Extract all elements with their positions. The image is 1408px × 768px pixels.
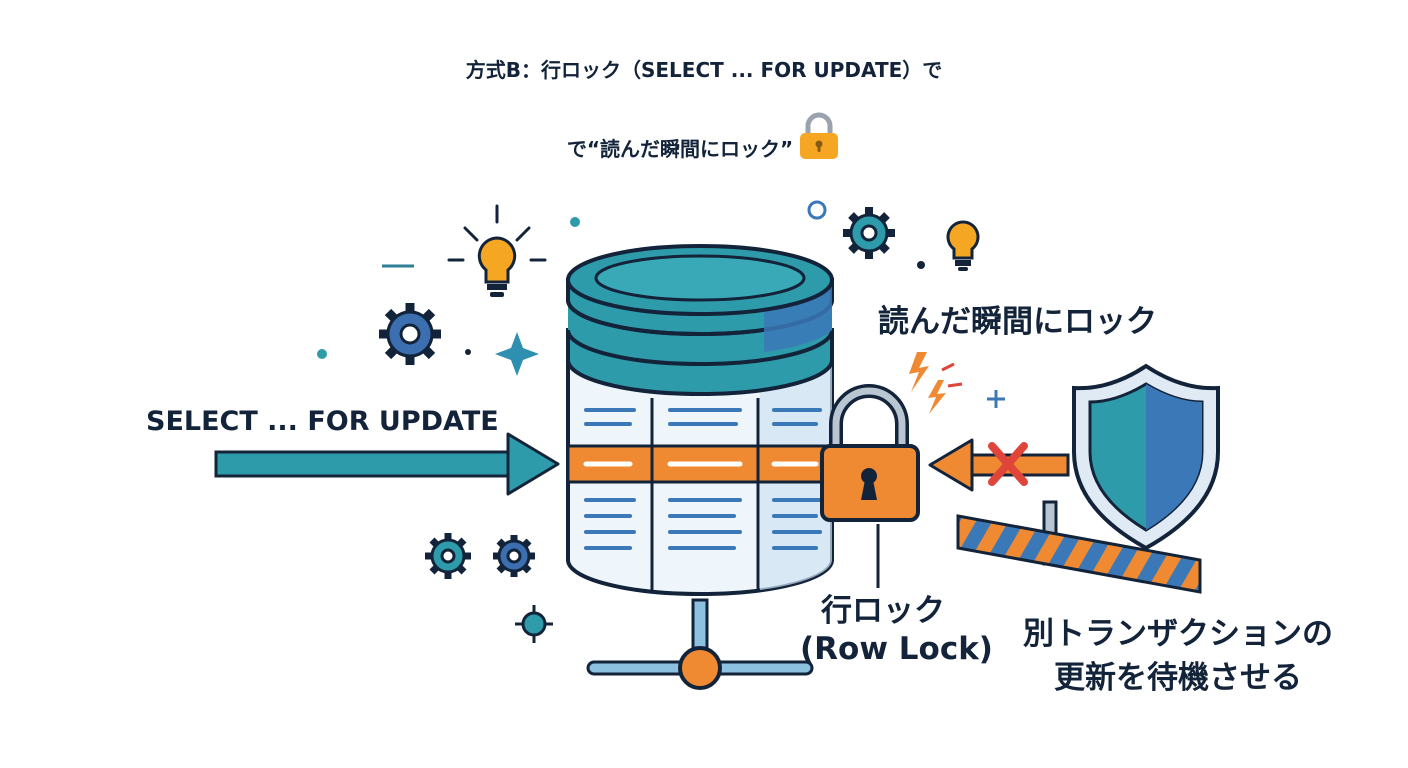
lock-on-read-label: 読んだ瞬間にロック [878, 304, 1157, 340]
title-line1-text: 方式B：行ロック（SELECT ... FOR UPDATE）で [465, 58, 943, 82]
padlock-icon [820, 384, 920, 522]
blocked-arrow-icon [928, 438, 1070, 492]
network-node-icon [678, 646, 722, 690]
decorations [317, 200, 1005, 408]
select-for-update-label: SELECT ... FOR UPDATE [146, 406, 499, 437]
sparkle-icon [495, 332, 539, 376]
gear-icon [843, 207, 895, 259]
request-arrow [214, 432, 560, 496]
page-title-line1: 方式B：行ロック（SELECT ... FOR UPDATE）で [0, 40, 1408, 100]
wait-line1: 別トランザクションの [1023, 616, 1333, 652]
row-lock-label: 行ロック (Row Lock) [800, 592, 993, 668]
title-line2-text: で“読んだ瞬間にロック” [566, 137, 794, 161]
wait-transaction-label: 別トランザクションの 更新を待機させる [996, 612, 1360, 700]
lightbulb-icon [447, 204, 547, 297]
barrier-icon [956, 500, 1202, 594]
lightbulb-icon [946, 220, 980, 271]
gear-icon [425, 533, 471, 579]
shield-icon [1072, 363, 1220, 551]
row-lock-ja: 行ロック [821, 593, 945, 629]
gear-icon [493, 535, 535, 577]
row-lock-en: (Row Lock) [800, 631, 993, 667]
gear-icon [379, 303, 441, 365]
database-icon [566, 244, 834, 690]
spark-icon [909, 352, 963, 414]
wait-line2: 更新を待機させる [1054, 660, 1302, 696]
page-title-line2: で“読んだ瞬間にロック” [0, 112, 1408, 179]
lock-emoji-icon [800, 112, 839, 159]
crosshair-icon [515, 605, 553, 643]
